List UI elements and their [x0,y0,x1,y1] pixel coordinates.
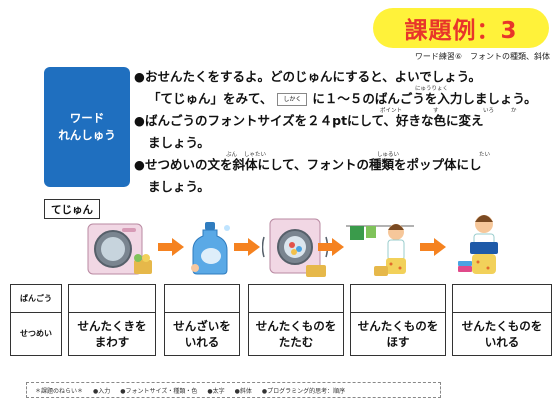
word-practice-tile: ワード れんしゅう [44,67,130,187]
footer-item: ●入力 [93,387,111,395]
footer-item: ●プログラミング的思考：順序 [261,387,346,395]
footer-item: ●フォントサイズ・種類・色 [120,387,198,395]
ruby-iro: いろ [483,108,495,114]
detergent-bottle-icon [191,222,230,275]
instruction-1b: 「てじゅん」をみて、しかくに１～５のばんごうを入力しましょう。 にゅうりょく [134,86,554,110]
row-label-column: ばんごう せつめい [10,284,62,356]
lesson-subtitle: ワード練習⑥ フォントの種類、斜体 [414,52,550,61]
tejun-label: てじゅん [44,199,100,219]
tile-line-1: ワード [69,111,105,125]
instruction-2: ●ばんごうのフォントサイズを２４ptにして、好きな色に変え ポイント す いろ … [134,108,554,132]
bullet-icon: ● [134,157,145,172]
bullet-icon: ● [134,69,145,84]
right-arrow-icon [420,238,446,256]
instruction-1-text: おせんたくをするよ。どのじゅんにすると、よいでしょう。 [145,69,482,84]
right-arrow-icon [234,238,260,256]
instruction-3-text: せつめいの文を斜体にして、フォントの種類をポップ体にし [145,157,482,172]
row-label-number: ばんごう [11,285,61,313]
ruby-shurui: しゅるい [377,152,400,158]
step-description: せんざいをいれる [173,319,231,349]
number-input-box[interactable] [351,285,445,313]
girl-hanging-laundry-icon [346,224,414,276]
ruby-nyuuryoku: にゅうりょく [415,86,449,92]
ruby-point: ポイント [380,108,403,114]
instruction-3b-text: ましょう。 [148,179,210,194]
example-badge: 課題例：3 [373,8,549,48]
number-input-box[interactable] [165,285,239,313]
footer-item: ●太字 [207,387,225,395]
instruction-3: ●せつめいの文を斜体にして、フォントの種類をポップ体にし ぶん しゃたい しゅる… [134,152,554,176]
washing-machine-icon [87,223,152,275]
step-column: せんたくものをほす [350,284,446,356]
lesson-goals-footer: ＊課題のねらい＊ ●入力 ●フォントサイズ・種類・色 ●太字 ●斜体 ●プログラ… [26,382,441,398]
number-input-box[interactable] [453,285,551,313]
instruction-1b-text-a: 「てじゅん」をみて、 [148,91,273,106]
step-description: せんたくものをたたむ [255,319,337,349]
instruction-1: ●おせんたくをするよ。どのじゅんにすると、よいでしょう。 [134,66,554,88]
bullet-icon: ● [134,113,145,128]
instructions: ●おせんたくをするよ。どのじゅんにすると、よいでしょう。 「てじゅん」をみて、し… [134,66,554,198]
step-column: せんたくものをいれる [452,284,552,356]
girl-folding-clothes-icon [458,215,498,274]
footer-item: ＊課題のねらい＊ [35,387,84,395]
step-column: せんたくきをまわす [68,284,156,356]
ruby-ka: か [511,108,517,114]
tile-line-2: れんしゅう [58,128,116,142]
number-input-box[interactable] [69,285,155,313]
instruction-2b: ましょう。 [134,132,554,154]
right-arrow-icon [318,238,344,256]
square-hint-box: しかく [277,93,308,106]
row-label-description: せつめい [20,329,52,338]
step-column: せんざいをいれる [164,284,240,356]
number-input-box[interactable] [249,285,343,313]
ruby-tai: たい [479,152,491,158]
instruction-3b: ましょう。 [134,176,554,198]
footer-item: ●斜体 [234,387,252,395]
step-description: せんたくものをほす [357,319,439,349]
ruby-shatai: しゃたい [244,152,267,158]
step-description: せんたくきをまわす [77,319,147,349]
instruction-2-text: ばんごうのフォントサイズを２４ptにして、好きな色に変え [145,113,484,128]
step-column: せんたくものをたたむ [248,284,344,356]
washing-machine-spinning-icon [262,218,328,277]
step-description: せんたくものをいれる [461,319,543,349]
instruction-1b-text-b: に１～５のばんごうを入力しましょう。 [312,91,537,106]
right-arrow-icon [158,238,184,256]
ruby-su: す [433,108,439,114]
ruby-bun: ぶん [226,152,238,158]
instruction-2b-text: ましょう。 [148,135,210,150]
